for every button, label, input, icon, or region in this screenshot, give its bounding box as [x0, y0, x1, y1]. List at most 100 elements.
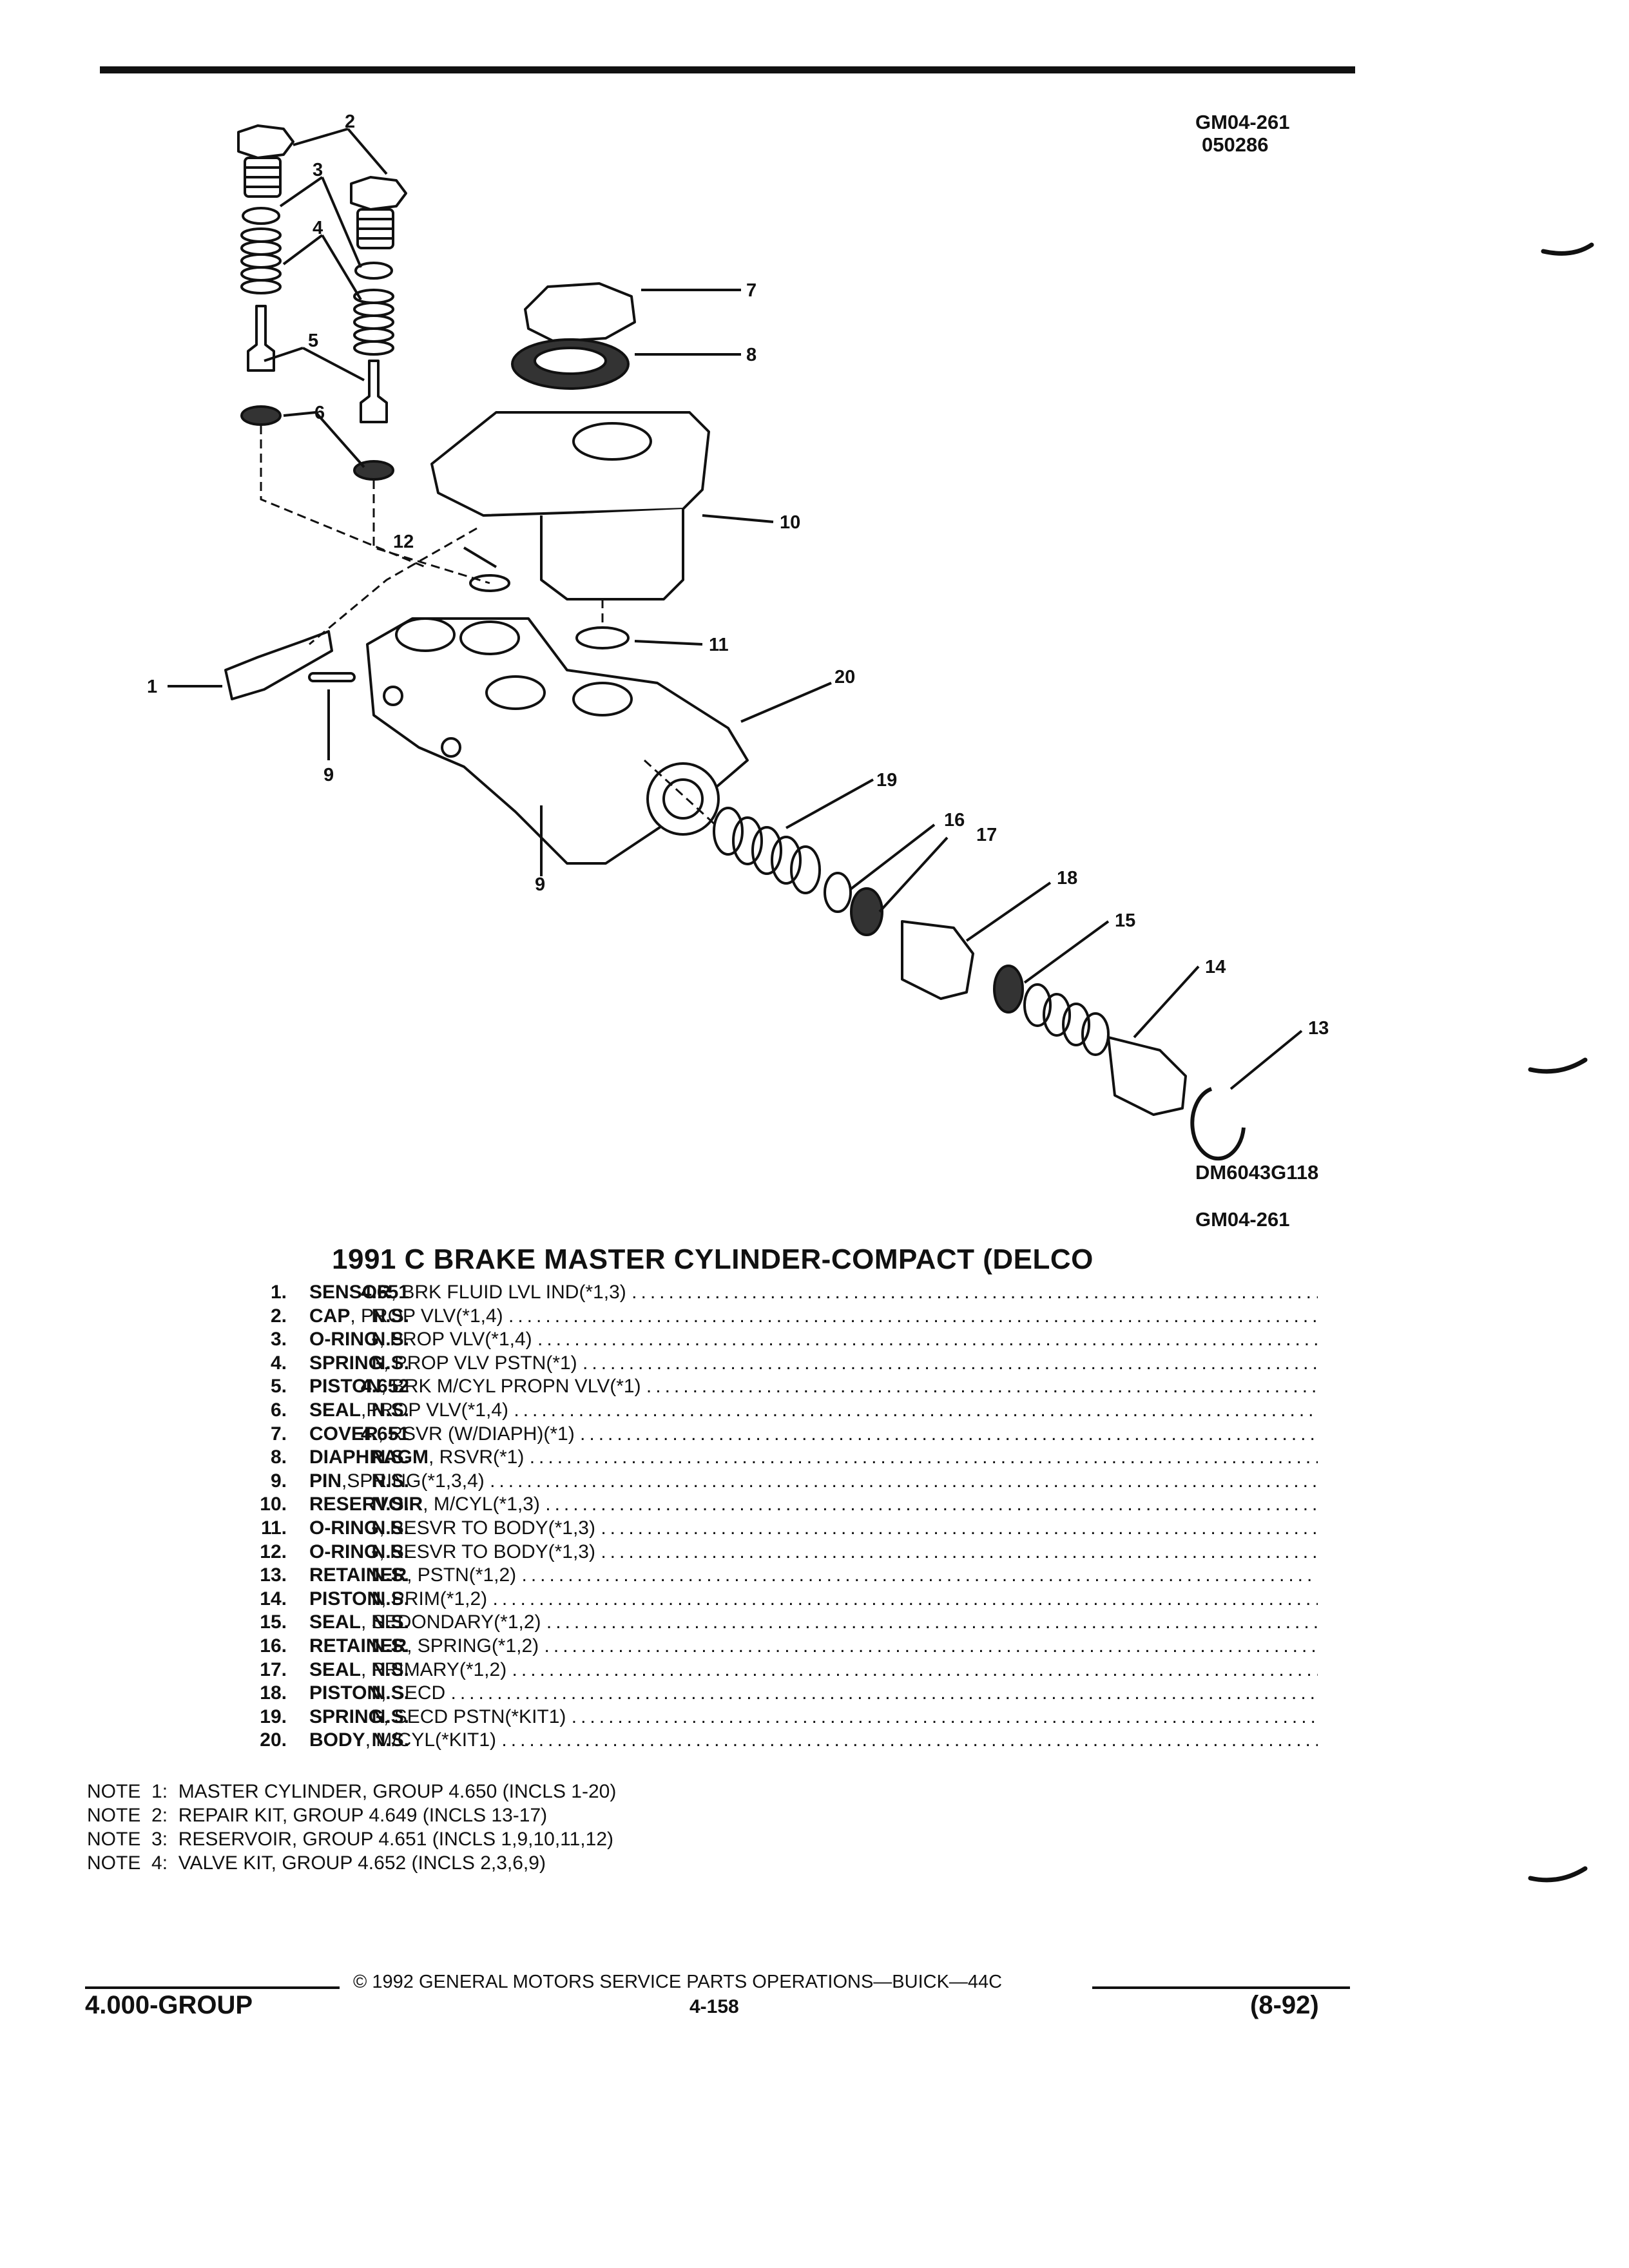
- part-row: 8.N.S.DIAPHRAGM, RSVR(*1) ..............…: [113, 1446, 1318, 1469]
- part-group: N.S.: [371, 1541, 409, 1562]
- part-group: N.S.: [371, 1729, 409, 1751]
- part-detail: ,SPRING(*1,3,4): [342, 1470, 485, 1492]
- part-group: N.S.: [371, 1470, 409, 1492]
- part-description: PISTON, SECD ...........................…: [309, 1682, 1318, 1705]
- leader-dots: ........................................…: [601, 1541, 1318, 1562]
- callout-2: 2: [345, 111, 355, 132]
- part-row: 15.N.S.SEAL, SEDONDARY(*1,2) ...........…: [113, 1611, 1318, 1634]
- part-number: 2.: [270, 1305, 287, 1327]
- part-group: N.S.: [371, 1352, 409, 1374]
- part-number: 19.: [260, 1706, 287, 1727]
- part-row: 20.N.S.BODY, M/CYL(*KIT1) ..............…: [113, 1729, 1318, 1752]
- part-detail: , RSVR(*1): [429, 1446, 525, 1468]
- part-detail: ,PROP VLV(*1,4): [361, 1399, 508, 1421]
- leader-dots: ........................................…: [537, 1329, 1318, 1350]
- part-number: 18.: [260, 1682, 287, 1704]
- drawing-id: DM6043G118: [1195, 1161, 1319, 1184]
- part-description: O-RING, RESVR TO BODY(*1,3) ............…: [309, 1517, 1318, 1540]
- figure-code-bottom: GM04-261: [1195, 1208, 1290, 1231]
- part-description: PISTON, BRK M/CYL PROPN VLV(*1) ........…: [309, 1375, 1318, 1398]
- leader-dots: ........................................…: [583, 1352, 1318, 1374]
- part-row: 14.N.S.PISTON, PRIM(*1,2) ..............…: [113, 1588, 1318, 1611]
- callout-20: 20: [834, 667, 855, 687]
- callout-3: 3: [313, 160, 323, 180]
- part-name: PISTON: [309, 1376, 381, 1398]
- part-row: 9.N.S.PIN,SPRING(*1,3,4) ...............…: [113, 1470, 1318, 1493]
- callout-6: 6: [314, 403, 325, 423]
- part-name: SEAL: [309, 1658, 361, 1680]
- part-group: N.S.: [371, 1635, 409, 1657]
- part-number: 7.: [270, 1423, 287, 1445]
- part-description: SPRING, PROP VLV PSTN(*1) ..............…: [309, 1352, 1318, 1375]
- callout-5: 5: [308, 331, 318, 351]
- cap-right-part: [350, 176, 407, 249]
- part-name: CAP: [309, 1305, 351, 1327]
- page-number: 4-158: [689, 1996, 739, 2017]
- part-group: N.S.: [371, 1658, 409, 1680]
- part-detail: , PROP VLV PSTN(*1): [383, 1352, 577, 1374]
- part-name: RETAINER: [309, 1564, 407, 1586]
- part-group: N.S.: [371, 1588, 409, 1610]
- part-row: 18. N.S.PISTON, SECD ....................…: [113, 1682, 1318, 1705]
- part-detail: , M/CYL(*1,3): [423, 1494, 540, 1515]
- part-description: SPRING, SECD PSTN(*KIT1) ...............…: [309, 1706, 1318, 1729]
- part-detail: , SEDONDARY(*1,2): [361, 1611, 541, 1633]
- part-group: 4.652: [360, 1376, 409, 1398]
- part-number: 5.: [270, 1376, 287, 1398]
- callout-1: 1: [147, 677, 157, 697]
- part-description: O-RING, PROP VLV(*1,4) .................…: [309, 1328, 1318, 1351]
- leader-dots: ........................................…: [514, 1399, 1318, 1421]
- part-description: O-RING, RESVR TO BODY(*1,3) ............…: [309, 1541, 1318, 1564]
- callout-8: 8: [746, 345, 757, 365]
- part-name: SPRING: [309, 1352, 384, 1374]
- leader-dots: ........................................…: [450, 1682, 1318, 1704]
- part-detail: , SECD PSTN(*KIT1): [383, 1706, 566, 1727]
- part-detail: , BRK M/CYL PROPN VLV(*1): [381, 1376, 641, 1398]
- part-name: PISTON: [309, 1588, 381, 1610]
- part-name: SEAL: [309, 1611, 361, 1633]
- part-row: 2.N.S.CAP, PROP VLV(*1,4) ..............…: [113, 1305, 1318, 1328]
- part-detail: , RSVR (W/DIAPH)(*1): [378, 1423, 575, 1445]
- part-number: 13.: [260, 1564, 287, 1586]
- top-rule: [100, 66, 1355, 73]
- part-name: RESERVOIR: [309, 1494, 423, 1515]
- part-number: 17.: [260, 1658, 287, 1680]
- figure-number: 050286: [1202, 133, 1269, 156]
- leader-dots: ........................................…: [580, 1423, 1318, 1445]
- part-name: O-RING: [309, 1329, 380, 1350]
- part-description: CAP, PROP VLV(*1,4) ....................…: [309, 1305, 1318, 1328]
- part-group: N.S.: [371, 1494, 409, 1515]
- part-detail: , PSTN(*1,2): [407, 1564, 517, 1586]
- leader-dots: ........................................…: [490, 1470, 1318, 1492]
- part-name: SENSOR: [309, 1282, 391, 1303]
- callout-13: 13: [1308, 1018, 1329, 1039]
- part-row: 10.N.S.RESERVOIR, M/CYL(*1,3) ..........…: [113, 1493, 1318, 1516]
- part-description: PIN,SPRING(*1,3,4) .....................…: [309, 1470, 1318, 1493]
- leader-dots: ........................................…: [646, 1376, 1318, 1398]
- part-description: BODY, M/CYL(*KIT1) .....................…: [309, 1729, 1318, 1752]
- callout-9b: 9: [535, 874, 545, 895]
- spring-left-part: [240, 227, 282, 294]
- part-description: RETAINER, SPRING(*1,2) .................…: [309, 1635, 1318, 1658]
- callout-11: 11: [709, 635, 729, 655]
- part-group: N.S.: [371, 1329, 409, 1350]
- group-label: 4.000-GROUP: [85, 1991, 253, 2019]
- part-group: N.S.: [371, 1682, 409, 1704]
- part-number: 14.: [260, 1588, 287, 1610]
- part-row: 19.N.S.SPRING, SECD PSTN(*KIT1) ........…: [113, 1706, 1318, 1729]
- part-detail: , RESVR TO BODY(*1,3): [379, 1517, 595, 1539]
- leader-dots: ........................................…: [508, 1305, 1318, 1327]
- callout-19: 19: [876, 770, 897, 791]
- part-name: SPRING: [309, 1706, 384, 1727]
- part-number: 10.: [260, 1494, 287, 1515]
- part-row: 3.N.S.O-RING, PROP VLV(*1,4) ...........…: [113, 1328, 1318, 1351]
- footer-rule-right: [1092, 1986, 1350, 1989]
- part-row: 16.N.S.RETAINER, SPRING(*1,2) ..........…: [113, 1635, 1318, 1658]
- copyright-line: © 1992 GENERAL MOTORS SERVICE PARTS OPER…: [353, 1972, 1003, 1992]
- part-group: N.S.: [371, 1611, 409, 1633]
- callout-16: 16: [944, 810, 965, 831]
